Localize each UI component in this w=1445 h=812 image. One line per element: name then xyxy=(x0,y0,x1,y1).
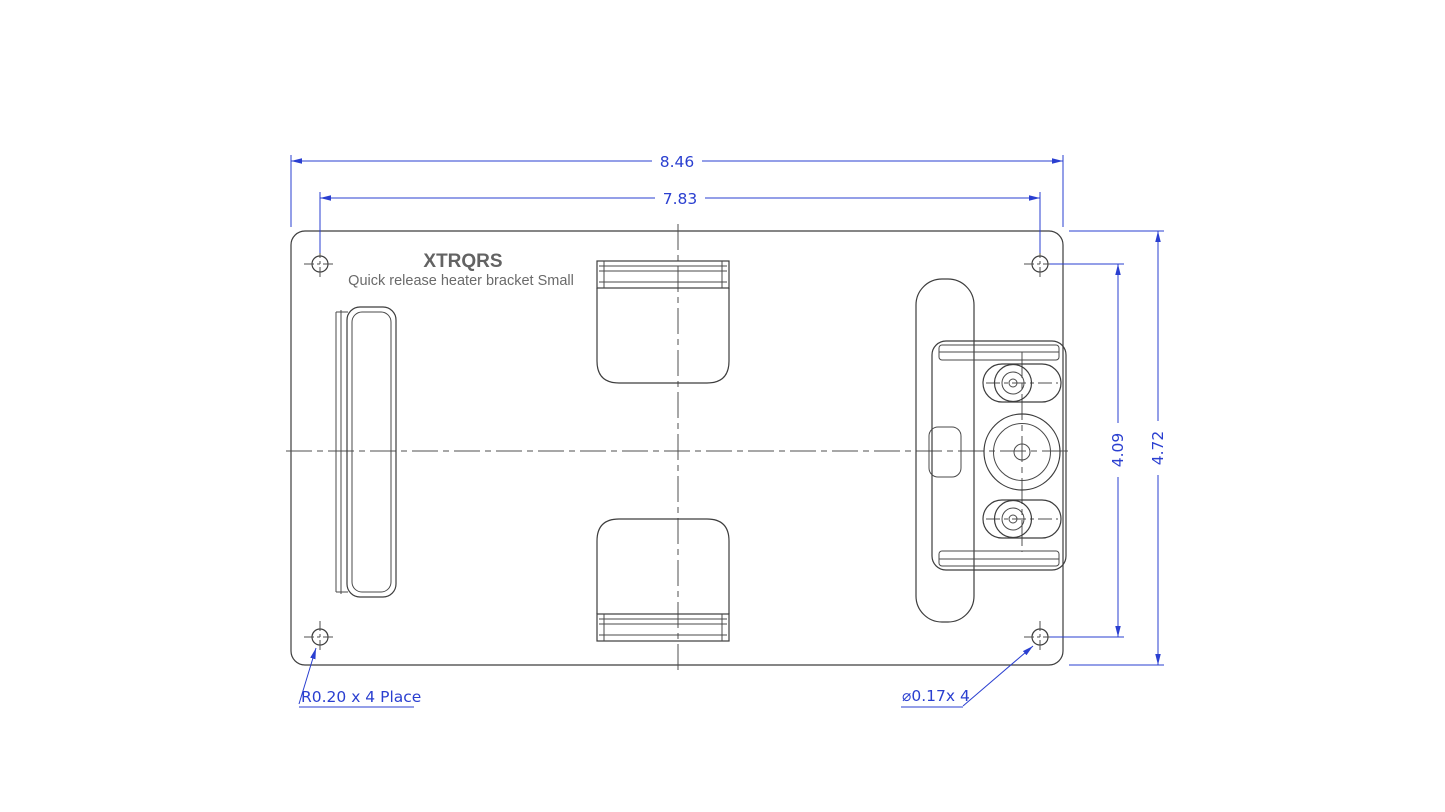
knob-mid xyxy=(993,423,1051,481)
hole-top-left xyxy=(304,248,336,280)
bottom-bolt-slot xyxy=(982,499,1062,539)
plate-rect xyxy=(290,230,1064,666)
bottom-bolt-outer xyxy=(993,499,1033,539)
callout-hole-diameter: ⌀0.17x 4 xyxy=(901,645,1034,708)
dim-text-mask xyxy=(652,150,702,170)
bottom-bolt-mid xyxy=(1001,507,1025,531)
dim-text-mask xyxy=(655,187,705,207)
centerlines xyxy=(286,224,1072,672)
dim-value-hole-span-height: 4.09 xyxy=(1109,433,1127,468)
knob-outer xyxy=(983,413,1061,491)
part-title: XTRQRS xyxy=(423,251,502,272)
top-bolt-outer xyxy=(993,363,1033,403)
bottom-clip-feature xyxy=(596,518,730,642)
dimension-hole-span-width: 7.83 xyxy=(319,187,1041,253)
latch-release-tab xyxy=(928,426,962,478)
top-bolt-center xyxy=(1008,378,1018,388)
slot-inner xyxy=(351,311,392,593)
top-bolt-slot xyxy=(982,363,1062,403)
dim-value-overall-height: 4.72 xyxy=(1149,431,1167,466)
clip-u-body xyxy=(596,518,730,614)
top-bolt-mid xyxy=(1001,371,1025,395)
title-block: XTRQRS Quick release heater bracket Smal… xyxy=(348,251,574,289)
dimension-hole-span-height: 4.09 xyxy=(1050,263,1128,638)
dimension-overall-height: 4.72 xyxy=(1069,230,1168,666)
top-clip-feature xyxy=(596,260,730,384)
callout-corner-radius-text: R0.20 x 4 Place xyxy=(301,688,421,706)
dim-text-mask xyxy=(1108,423,1128,477)
dim-text-mask xyxy=(1148,421,1168,475)
plate-outline xyxy=(290,230,1064,666)
slot-outer xyxy=(346,306,397,598)
bottom-bolt-center xyxy=(1008,514,1018,524)
right-latch-assembly xyxy=(915,278,1067,623)
callout-hole-diameter-text: ⌀0.17x 4 xyxy=(902,687,970,705)
latch-rail xyxy=(915,278,975,623)
clip-band xyxy=(596,613,730,642)
dim-value-hole-span-width: 7.83 xyxy=(663,190,698,208)
leader-line xyxy=(298,647,317,705)
clip-band xyxy=(596,260,730,289)
hole-bottom-left xyxy=(304,621,336,653)
dim-value-overall-width: 8.46 xyxy=(660,153,695,171)
latch-body xyxy=(931,340,1067,571)
left-slot-feature xyxy=(335,306,397,598)
knob-center xyxy=(1013,443,1031,461)
part-subtitle: Quick release heater bracket Small xyxy=(348,273,574,289)
clip-u-body xyxy=(596,288,730,384)
dimension-overall-width: 8.46 xyxy=(290,150,1064,227)
leader-line xyxy=(962,645,1034,707)
callout-corner-radius: R0.20 x 4 Place xyxy=(298,647,421,708)
